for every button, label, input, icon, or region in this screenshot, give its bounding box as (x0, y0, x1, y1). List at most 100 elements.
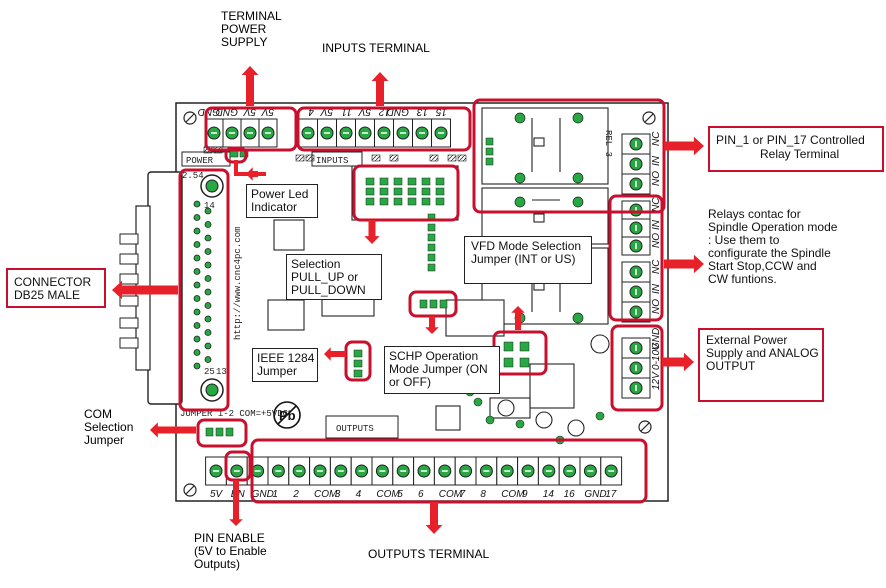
output-terminal-pin-label: GND (252, 489, 274, 500)
relay-terminal-mid-pin-label: IN (651, 219, 662, 230)
output-terminal-pin-label: 6 (418, 489, 424, 500)
pull-jumper-pad (379, 197, 389, 206)
db25-pin (193, 308, 201, 316)
relay-terminal-mid2-pin-label: NO (651, 299, 662, 314)
output-terminal-pin-label: COM (439, 489, 463, 500)
pull-jumper-pad (365, 197, 375, 206)
db25-pin (193, 254, 201, 262)
callout-external-power: External Power Supply and ANALOG OUTPUT (706, 333, 819, 373)
relay-pad (514, 196, 526, 208)
callout-ieee: IEEE 1284 Jumper (257, 351, 315, 378)
db25-pin (193, 214, 201, 221)
callout-vfd-box: VFD Mode Selection Jumper (INT or US) (464, 236, 592, 284)
relay-terminal-mid2-pin-label: IN (651, 283, 662, 294)
ic-pads (205, 112, 605, 445)
frame-inputs-terminal (296, 106, 472, 152)
ieee-jumper-pad (353, 349, 363, 358)
arrow-power-terminal (241, 66, 259, 106)
analog-terminal-pin-label: GND (651, 328, 662, 350)
pin-13-label: 13 (216, 367, 227, 377)
relay-pad (572, 196, 584, 208)
schp-jumper-pad (519, 341, 530, 352)
frame-relay-top (472, 98, 666, 214)
relay-pad (572, 312, 584, 324)
pull-jumper-pad (435, 177, 445, 186)
db25-pin (204, 356, 212, 363)
output-terminal-pin-label: COM (376, 489, 400, 500)
safety-pad (427, 223, 436, 232)
output-terminal-pin-label: 9 (522, 489, 528, 500)
db25-pin (204, 261, 212, 269)
output-terminal-pin-label: 2 (292, 489, 299, 500)
misc-pad (515, 419, 525, 429)
frame-pull-jumpers (352, 164, 460, 222)
relay-terminal-mid2-pin-label: NC (651, 259, 662, 274)
db25-pin (193, 241, 201, 248)
db25-pin (204, 207, 212, 215)
callout-power-led-box: Power Led Indicator (246, 184, 318, 218)
callout-connector-box: CONNECTOR DB25 MALE (6, 268, 106, 308)
output-terminal-pin-label: COM (314, 489, 338, 500)
arrow-inputs-terminal (371, 72, 389, 106)
db25-pin (193, 335, 201, 343)
pb-text: Pb (279, 408, 296, 423)
output-terminal-pin-label: 8 (480, 489, 486, 500)
output-terminal-pin-label: 5 (397, 489, 403, 500)
db25-pin (204, 342, 212, 350)
callout-relay-terminal-line2: Relay Terminal (760, 147, 840, 161)
db25-pin (193, 200, 201, 208)
db25-pin (193, 362, 201, 370)
safety-pad (427, 253, 436, 262)
output-terminal-pin-label: 1 (272, 489, 278, 500)
arrow-power-led-line (234, 160, 266, 176)
db25-pin (204, 288, 212, 296)
relay-terminal-mid-pin-label: NO (651, 233, 662, 248)
outputs-silk-box (325, 415, 399, 439)
com-jumper-pad (225, 427, 234, 437)
pull-jumper-pad (407, 187, 417, 196)
pull-jumper-pad (435, 197, 445, 206)
hatched-pad (295, 154, 305, 162)
output-terminal-pin-label: COM (501, 489, 525, 500)
output-terminal-pin-label: 17 (605, 489, 617, 500)
callout-selection-box: Selection PULL_UP or PULL_DOWN (286, 254, 382, 300)
callout-pin-enable: PIN ENABLE (5V to Enable Outputs) (194, 531, 267, 571)
callout-inputs-terminal: INPUTS TERMINAL (322, 41, 430, 55)
relay-led-pad (485, 157, 494, 166)
pull-jumper-pad (435, 187, 445, 196)
safety-pad (427, 243, 436, 252)
callout-selection: Selection PULL_UP or PULL_DOWN (291, 257, 366, 297)
power-silk-label: POWER (186, 156, 214, 166)
relay-pad (572, 172, 584, 184)
db25-pin (193, 281, 201, 289)
mounting-holes (183, 111, 656, 497)
vfd-jumper-pad (439, 299, 448, 309)
db25-pin (204, 248, 212, 255)
arrow-ieee-jumper (324, 347, 346, 361)
schp-jumper-pad (503, 357, 514, 368)
pull-jumper-pad (393, 197, 403, 206)
pull-jumper-pad (379, 187, 389, 196)
com-jumper-pad (215, 427, 224, 437)
power-terminal-pin-label: 5V (242, 106, 256, 117)
relay-area (481, 107, 609, 325)
callout-schp-box: SCHP Operation Mode Jumper (ON or OFF) (384, 346, 500, 394)
input-terminal-pin-label: 15 (435, 106, 447, 117)
arrow-external-power (662, 352, 694, 372)
callout-vfd: VFD Mode Selection Jumper (INT or US) (471, 239, 582, 266)
inputs-silk-label: INPUTS (316, 156, 348, 166)
pitch-label: 2.54 (182, 171, 204, 181)
vfd-jumper-pad (419, 299, 428, 309)
db25-pins (193, 200, 212, 370)
input-terminal-pin-label: 13 (416, 106, 428, 117)
misc-pad (595, 411, 605, 421)
callout-external-power-box: External Power Supply and ANALOG OUTPUT (698, 328, 824, 402)
pull-jumper-pad (393, 187, 403, 196)
misc-pad (485, 415, 495, 425)
frame-power-terminal (204, 106, 298, 152)
input-terminal-pin-label: 11 (342, 106, 352, 117)
callout-outputs-terminal: OUTPUTS TERMINAL (368, 547, 490, 561)
input-terminal-pin-label: 4 (308, 106, 314, 117)
frame-ieee-jumper (344, 340, 372, 382)
ieee-jumper-pad (353, 359, 363, 368)
